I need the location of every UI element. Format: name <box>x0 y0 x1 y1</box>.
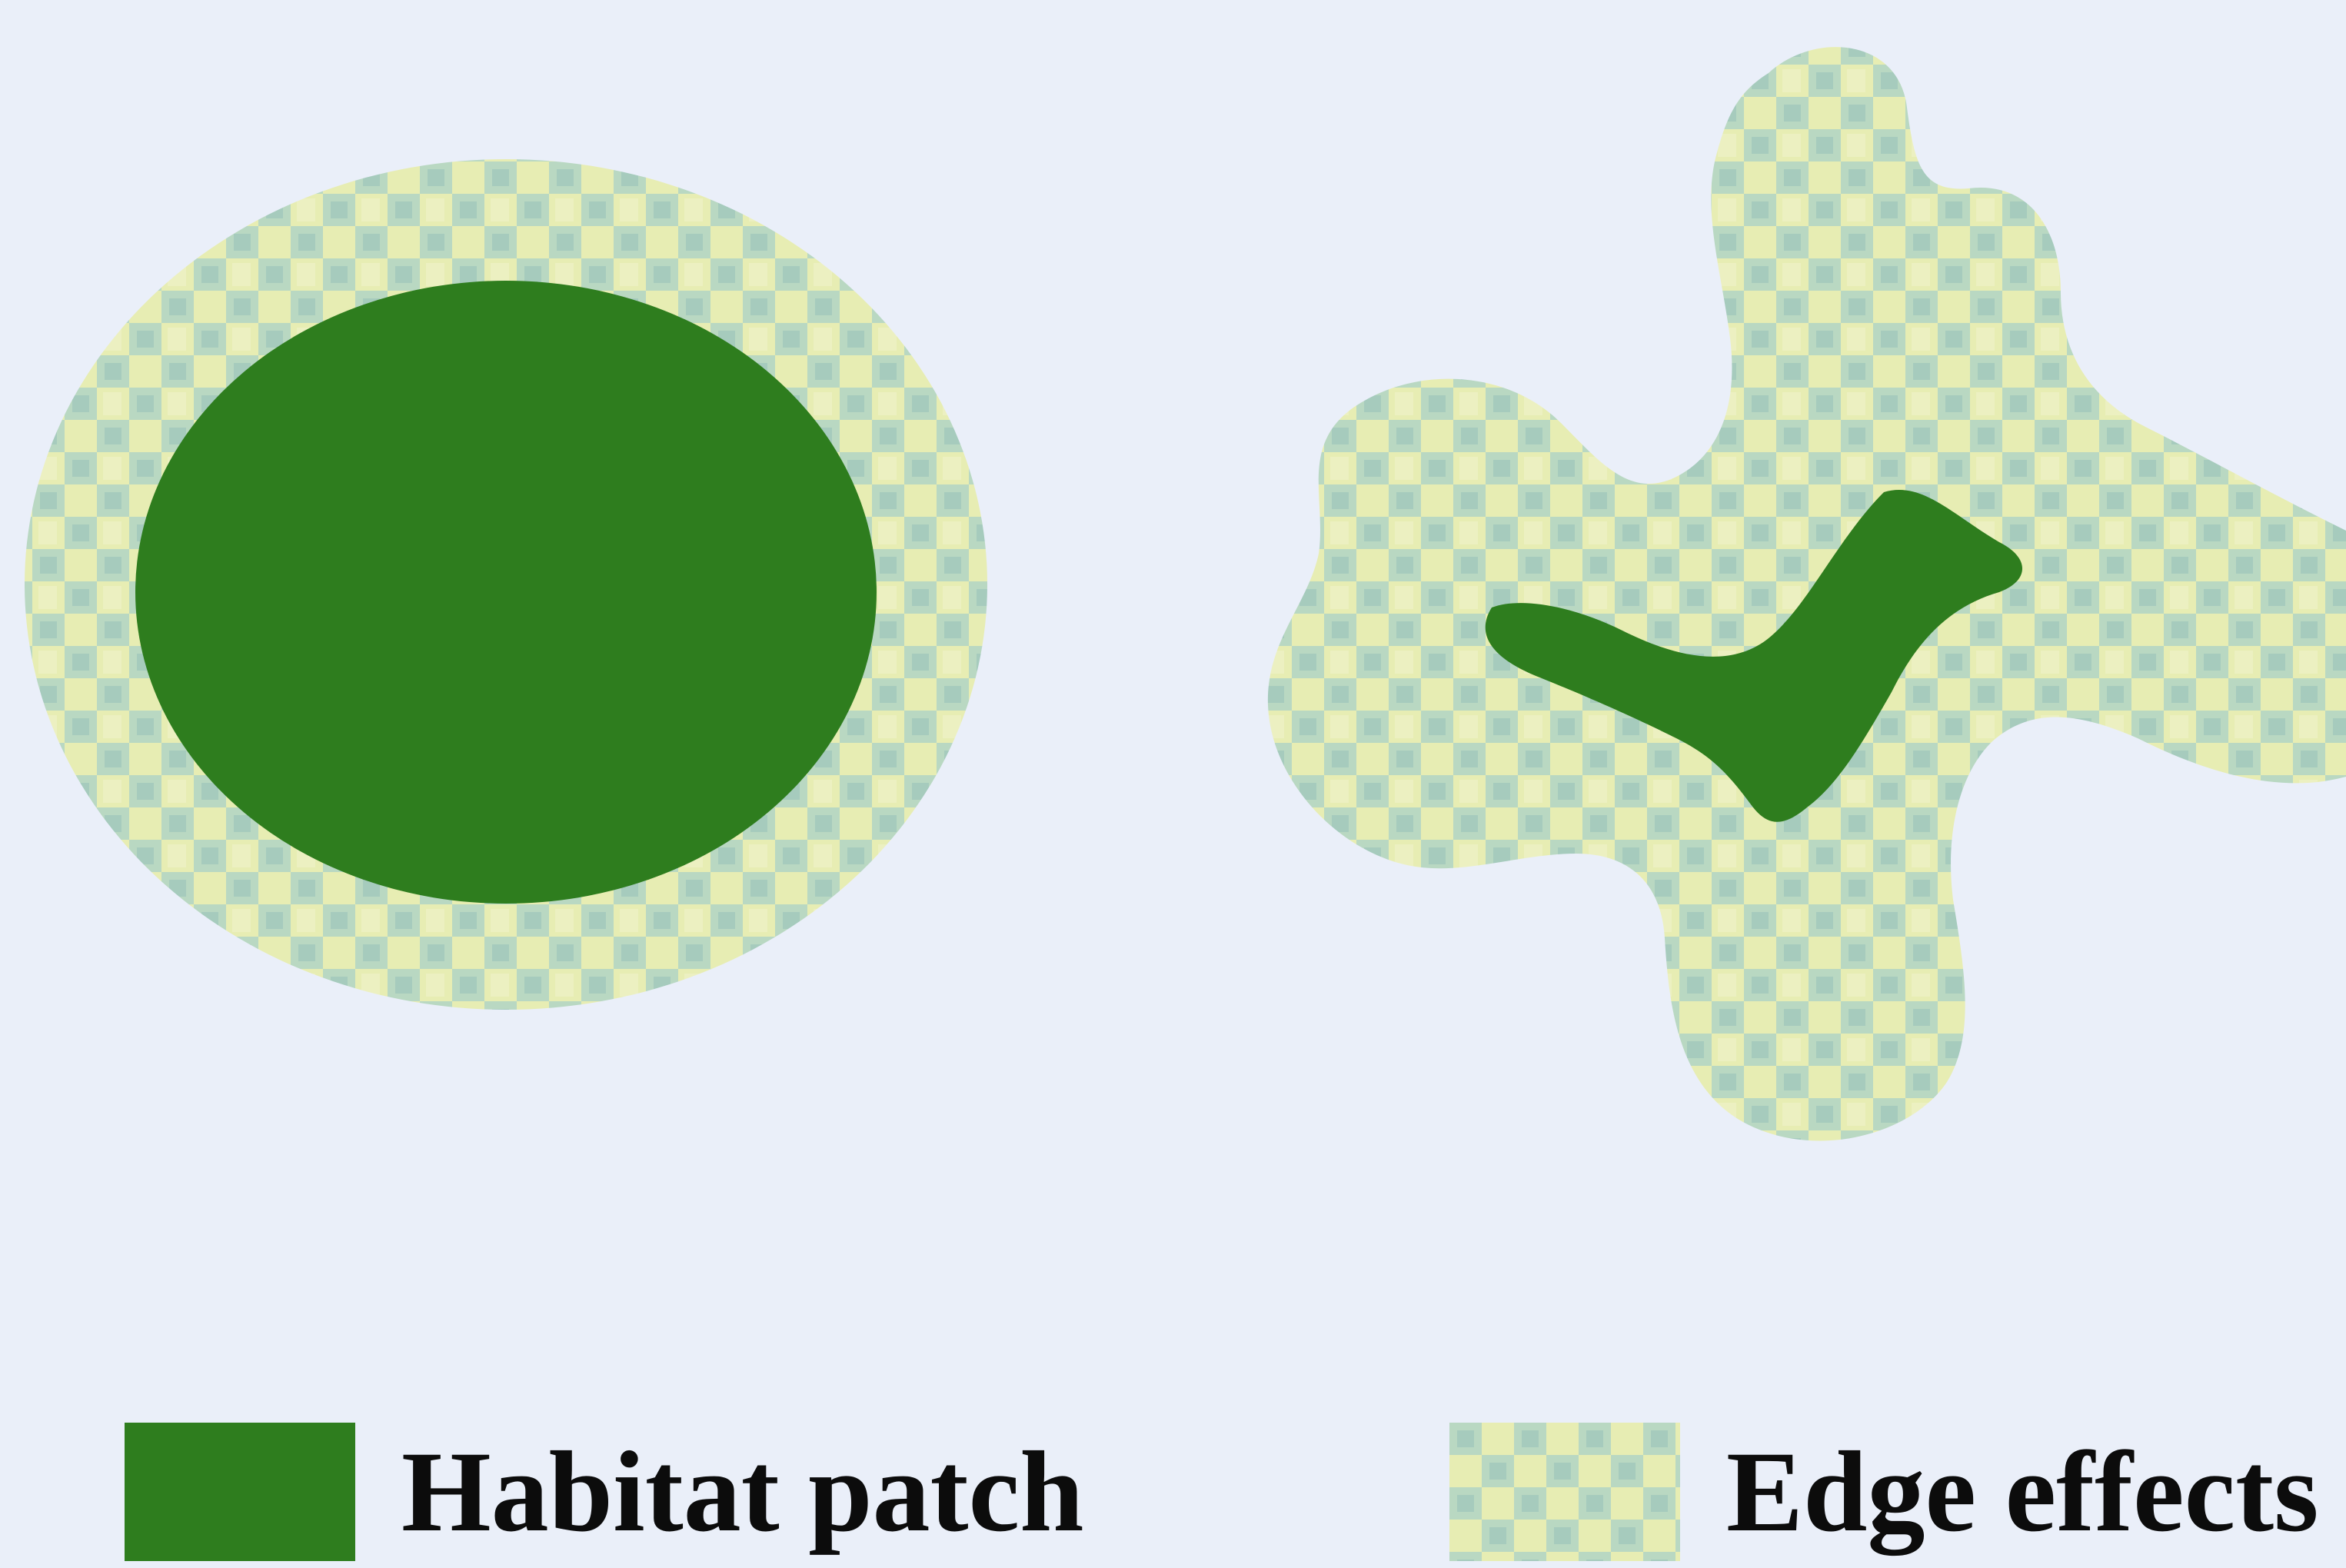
legend-item-habitat-patch: Habitat patch <box>125 1423 1084 1561</box>
edge-effects-swatch <box>1449 1423 1680 1561</box>
legend-label-habitat-patch: Habitat patch <box>401 1434 1084 1550</box>
legend-label-edge-effects: Edge effects <box>1726 1434 2319 1550</box>
round-patch <box>25 159 987 1010</box>
round-patch-habitat-core <box>135 281 877 904</box>
irregular-patch <box>1268 47 2346 1140</box>
irregular-patch-edge-zone <box>1268 47 2346 1140</box>
legend-item-edge-effects: Edge effects <box>1449 1423 2319 1561</box>
habitat-patch-swatch <box>125 1423 355 1561</box>
